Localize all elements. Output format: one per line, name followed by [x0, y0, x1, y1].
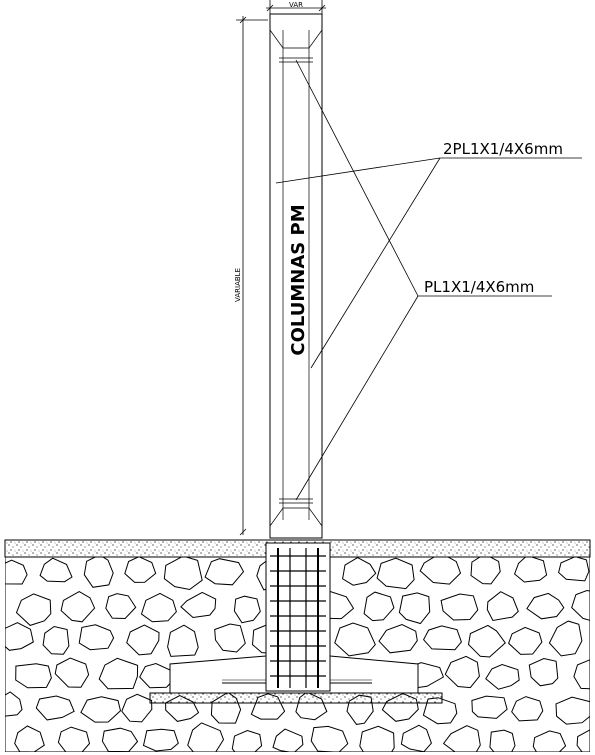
- stone: [359, 725, 395, 752]
- stone: [139, 662, 178, 689]
- stone: [571, 589, 590, 621]
- stone: [121, 693, 153, 723]
- stone: [419, 557, 462, 585]
- stone: [54, 657, 90, 688]
- height-dimension: [236, 16, 268, 536]
- stone: [204, 558, 245, 586]
- stone: [548, 620, 583, 657]
- stone: [555, 696, 590, 725]
- stone: [489, 729, 516, 752]
- stone: [233, 595, 261, 624]
- stone: [444, 655, 480, 689]
- stone: [163, 557, 203, 591]
- stone: [98, 657, 139, 690]
- stone: [576, 729, 590, 752]
- stone: [310, 725, 349, 752]
- stone: [180, 591, 217, 619]
- stone: [528, 657, 559, 687]
- stone: [532, 730, 567, 752]
- stone: [78, 624, 115, 651]
- stone: [272, 728, 304, 752]
- stone: [57, 726, 91, 752]
- stone: [511, 696, 544, 722]
- callout-stirrups-label: PL1X1/4X6mm: [424, 278, 534, 296]
- stone: [214, 623, 246, 653]
- stone: [83, 557, 114, 588]
- stone: [142, 728, 179, 752]
- stone: [485, 663, 520, 690]
- stone: [5, 691, 23, 717]
- stone: [42, 625, 70, 655]
- stone: [14, 725, 45, 752]
- stone: [80, 696, 122, 723]
- width-dimension-label: VAR: [289, 1, 303, 9]
- stone: [167, 624, 199, 657]
- column-title: COLUMNAS PM: [288, 204, 309, 355]
- stone: [39, 557, 73, 583]
- stone: [573, 659, 590, 690]
- stone: [140, 592, 177, 623]
- stone: [334, 622, 376, 657]
- stone: [126, 624, 160, 656]
- stone: [422, 625, 462, 651]
- column-body: [269, 13, 323, 539]
- stone: [231, 729, 263, 752]
- stone: [442, 725, 481, 752]
- stone: [470, 557, 501, 585]
- stone: [471, 695, 508, 719]
- stone: [486, 591, 519, 622]
- stone: [378, 623, 418, 654]
- stone: [400, 724, 432, 752]
- stone: [15, 663, 52, 689]
- stone: [60, 591, 96, 623]
- stone: [15, 593, 52, 626]
- leader-lines: [275, 59, 582, 501]
- stone: [187, 722, 225, 752]
- stone: [5, 559, 28, 585]
- stone: [514, 557, 548, 583]
- rebar-cage: [265, 542, 331, 692]
- stone: [35, 695, 75, 721]
- stone: [558, 557, 590, 582]
- stone: [5, 622, 34, 651]
- stone: [376, 557, 415, 590]
- stone: [363, 591, 395, 622]
- height-dimension-label: VARIABLE: [234, 268, 242, 302]
- stone: [101, 727, 139, 752]
- stone: [105, 593, 137, 620]
- stone: [342, 557, 377, 586]
- width-dimension: [266, 0, 326, 14]
- stone: [440, 593, 479, 621]
- stone: [398, 592, 431, 625]
- stone: [422, 697, 458, 725]
- stone: [508, 626, 543, 655]
- callout-longitudinal-label: 2PL1X1/4X6mm: [443, 140, 563, 158]
- stone: [526, 592, 565, 620]
- stone: [467, 624, 506, 658]
- stone: [124, 557, 157, 583]
